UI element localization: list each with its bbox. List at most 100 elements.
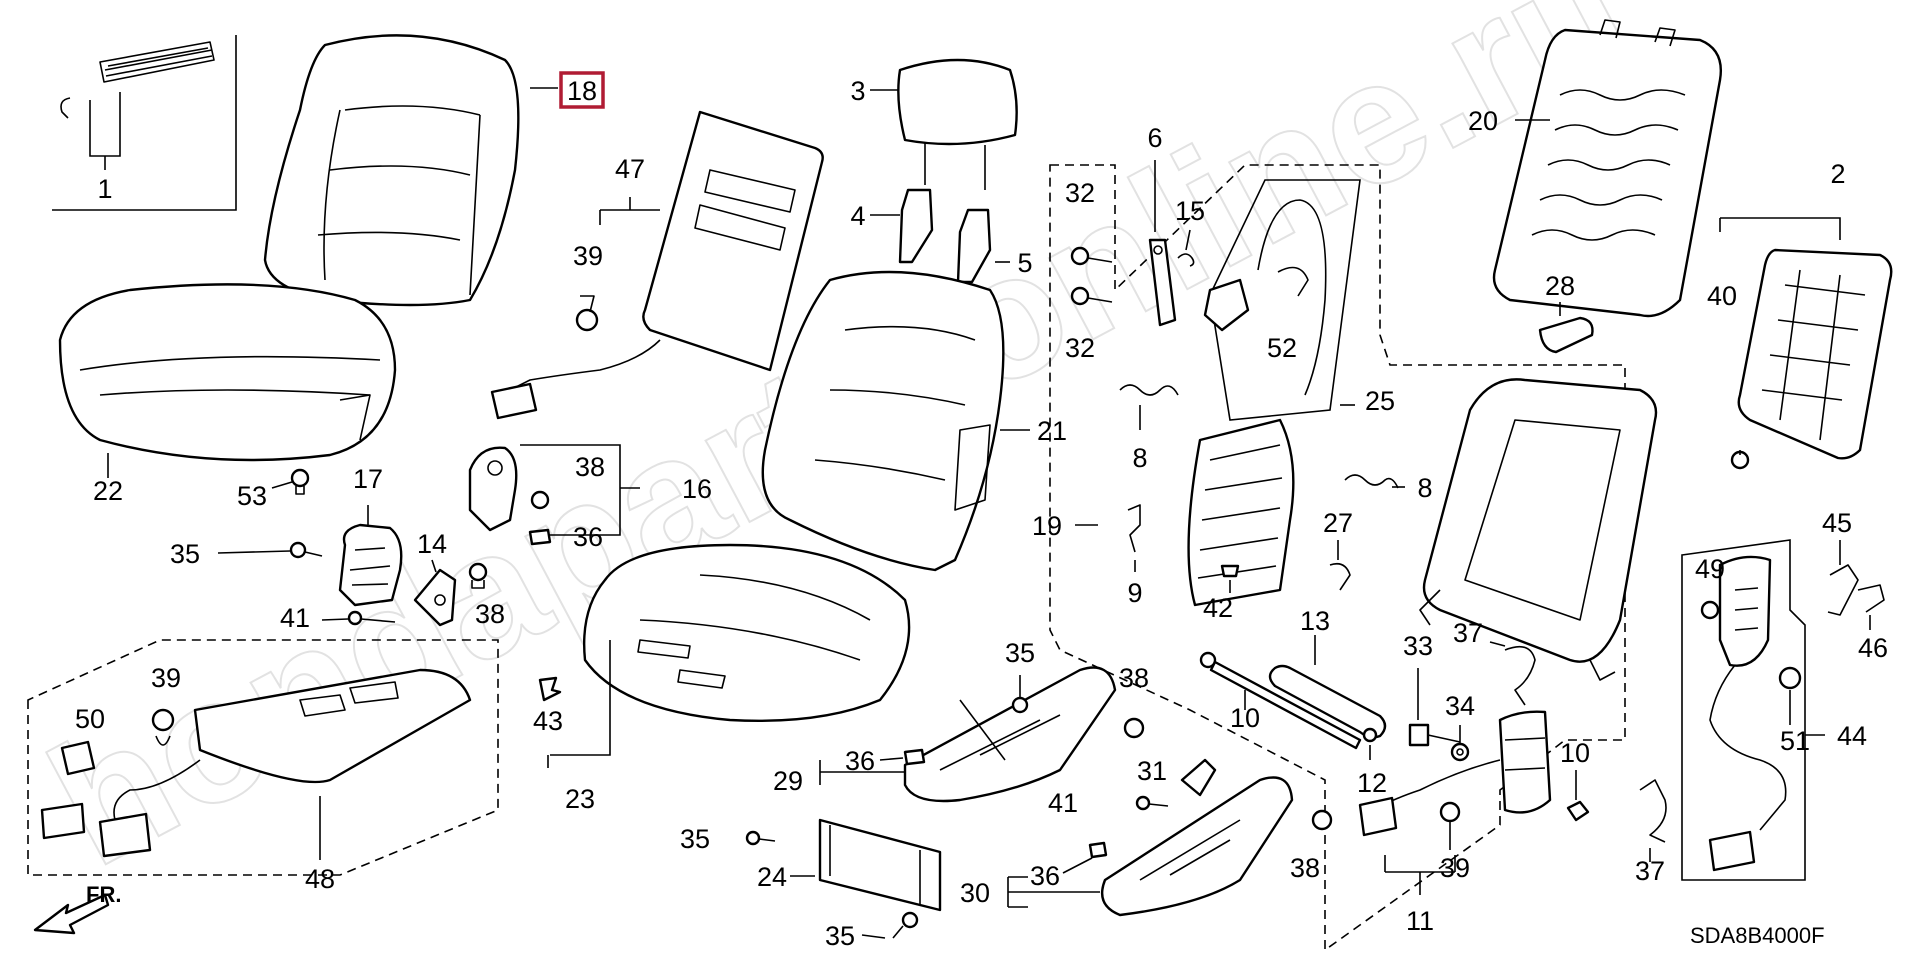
callout-25[interactable]: 25 <box>1365 386 1395 416</box>
callout-41b[interactable]: 41 <box>1048 788 1078 818</box>
callout-48[interactable]: 48 <box>305 864 335 894</box>
callout-9[interactable]: 9 <box>1127 578 1142 608</box>
callout-20[interactable]: 20 <box>1468 106 1498 136</box>
callout-8a[interactable]: 8 <box>1132 443 1147 473</box>
bolt-33 <box>1408 723 1461 747</box>
callout-4[interactable]: 4 <box>850 201 865 231</box>
screw-35-24-bottom <box>892 911 919 939</box>
callout-38a[interactable]: 38 <box>575 452 605 482</box>
callout-41a[interactable]: 41 <box>280 603 310 633</box>
callout-47[interactable]: 47 <box>615 154 645 184</box>
callout-35c[interactable]: 35 <box>680 824 710 854</box>
callout-16[interactable]: 16 <box>682 474 712 504</box>
connector-heater <box>40 802 152 858</box>
headrest <box>897 58 1018 190</box>
callout-51[interactable]: 51 <box>1780 726 1810 756</box>
callout-38c[interactable]: 38 <box>1119 663 1149 693</box>
callout-34[interactable]: 34 <box>1445 691 1475 721</box>
callout-1[interactable]: 1 <box>97 174 112 204</box>
harness-11 <box>1358 759 1501 837</box>
callout-24[interactable]: 24 <box>757 862 787 892</box>
callout-35a[interactable]: 35 <box>170 539 200 569</box>
callout-33[interactable]: 33 <box>1403 631 1433 661</box>
callout-12[interactable]: 12 <box>1357 768 1387 798</box>
screw-35-left <box>289 541 323 559</box>
bolt-32-top <box>1070 246 1113 266</box>
callout-2[interactable]: 2 <box>1830 159 1845 189</box>
callout-14[interactable]: 14 <box>417 529 447 559</box>
callout-10a[interactable]: 10 <box>1230 703 1260 733</box>
rod-10 <box>1199 651 1362 750</box>
screw-41-left <box>347 610 396 626</box>
seat-heater-48 <box>99 668 472 831</box>
nut-10 <box>1566 800 1590 822</box>
callout-39c[interactable]: 39 <box>1440 853 1470 883</box>
lumbar-support <box>1187 418 1295 607</box>
callout-11[interactable]: 11 <box>1406 906 1434 936</box>
callout-50[interactable]: 50 <box>75 704 105 734</box>
fitting-16 <box>468 446 518 532</box>
callout-17[interactable]: 17 <box>353 464 383 494</box>
lumbar-frame <box>1209 179 1361 421</box>
clip-42 <box>1220 564 1240 578</box>
callout-10b[interactable]: 10 <box>1560 738 1590 768</box>
callout-52[interactable]: 52 <box>1267 333 1297 363</box>
callout-35b[interactable]: 35 <box>1005 638 1035 668</box>
callout-labels: 1 2 3 4 5 6 8 8 9 10 10 11 12 13 14 15 1… <box>75 76 1888 951</box>
callout-32a[interactable]: 32 <box>1065 178 1095 208</box>
callout-39a[interactable]: 39 <box>573 241 603 271</box>
callout-22[interactable]: 22 <box>93 476 123 506</box>
callout-31[interactable]: 31 <box>1137 756 1167 786</box>
callout-43[interactable]: 43 <box>533 706 563 736</box>
callout-44[interactable]: 44 <box>1837 721 1867 751</box>
callout-38d[interactable]: 38 <box>1290 853 1320 883</box>
callout-32b[interactable]: 32 <box>1065 333 1095 363</box>
bolt-32-bottom <box>1070 286 1113 306</box>
screw-41-center <box>1135 795 1169 811</box>
knob-28 <box>1538 316 1594 354</box>
callout-19[interactable]: 19 <box>1032 511 1062 541</box>
seat-cushion-cover <box>58 283 397 462</box>
fitting-12 <box>1362 727 1378 743</box>
callout-30[interactable]: 30 <box>960 878 990 908</box>
front-arrow <box>33 893 110 935</box>
callout-37a[interactable]: 37 <box>1453 618 1483 648</box>
callout-37b[interactable]: 37 <box>1635 856 1665 886</box>
callout-36a[interactable]: 36 <box>573 522 603 552</box>
callout-8b[interactable]: 8 <box>1417 473 1432 503</box>
callout-29[interactable]: 29 <box>773 766 803 796</box>
callout-45[interactable]: 45 <box>1822 508 1852 538</box>
screw-35-29 <box>1011 696 1029 714</box>
clip-36-29 <box>903 748 926 766</box>
callout-3[interactable]: 3 <box>850 76 865 106</box>
clip-36-30 <box>1088 841 1108 859</box>
seat-back-cover <box>263 34 520 307</box>
callout-53[interactable]: 53 <box>237 481 267 511</box>
callout-15[interactable]: 15 <box>1175 196 1205 226</box>
callout-27[interactable]: 27 <box>1323 508 1353 538</box>
callout-35d[interactable]: 35 <box>825 921 855 951</box>
clip-39-heater <box>151 708 175 746</box>
callout-18[interactable]: 18 <box>567 76 597 106</box>
washer-34 <box>1450 742 1470 762</box>
clip-52 <box>1277 266 1309 297</box>
callout-42[interactable]: 42 <box>1203 593 1233 623</box>
callout-36b[interactable]: 36 <box>845 746 875 776</box>
callout-6[interactable]: 6 <box>1147 123 1162 153</box>
callout-36c[interactable]: 36 <box>1030 861 1060 891</box>
callout-5[interactable]: 5 <box>1017 248 1032 278</box>
callout-49[interactable]: 49 <box>1695 554 1725 584</box>
callout-40[interactable]: 40 <box>1707 281 1737 311</box>
clip-37-top <box>1504 645 1536 706</box>
connector-50 <box>60 740 96 776</box>
link-6 <box>1148 238 1177 327</box>
callout-39b[interactable]: 39 <box>151 663 181 693</box>
callout-46[interactable]: 46 <box>1858 633 1888 663</box>
callout-38b[interactable]: 38 <box>475 599 505 629</box>
callout-13[interactable]: 13 <box>1300 606 1330 636</box>
callout-23[interactable]: 23 <box>565 784 595 814</box>
callout-28[interactable]: 28 <box>1545 271 1575 301</box>
switch-44 <box>1708 555 1787 872</box>
clip-51 <box>1778 666 1802 690</box>
callout-21[interactable]: 21 <box>1037 416 1067 446</box>
